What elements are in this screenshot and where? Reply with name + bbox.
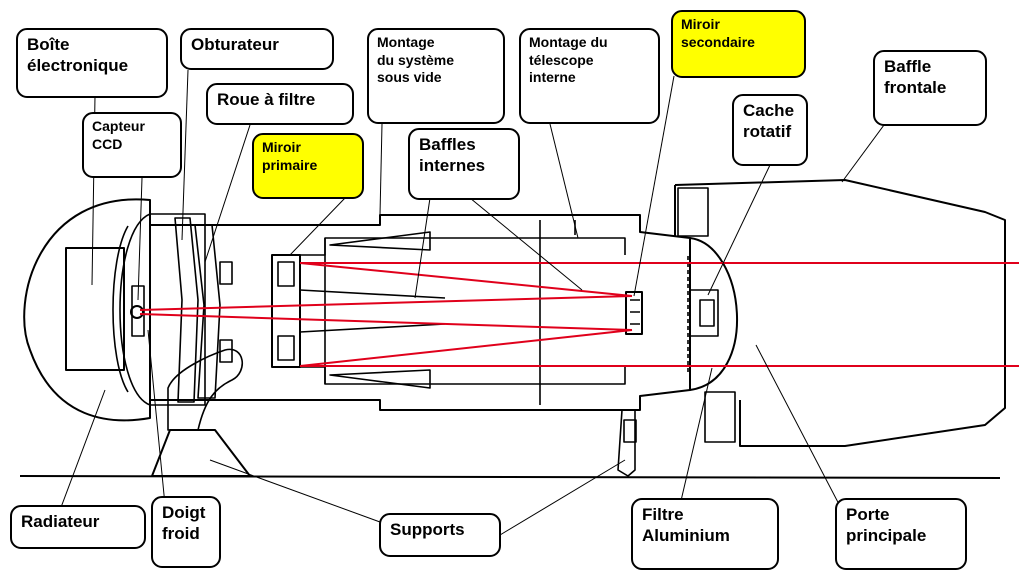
label-line: Montage (377, 34, 435, 50)
leader-miroir-prim (289, 197, 346, 256)
leader-supports-a (209, 459, 381, 523)
label-roue-a-filtre: Roue à filtre (206, 83, 354, 125)
label-line: Baffle (884, 57, 932, 76)
light-ray-bottom-reflect (299, 329, 633, 367)
label-line: Montage du (529, 34, 608, 50)
leader-baffle-front (841, 124, 885, 183)
ccd-sensor (130, 305, 144, 319)
rear-support (151, 429, 251, 477)
label-line: Roue à filtre (217, 90, 316, 109)
leader-baffles-a (414, 197, 431, 299)
label-line: sous vide (377, 69, 442, 85)
front-baffle (674, 179, 1006, 447)
leader-roue (204, 124, 251, 263)
light-ray-bottom-focus (139, 313, 633, 331)
leader-miroir-sec (633, 75, 675, 297)
label-line: du système (377, 51, 455, 68)
label-cache-rotatif: Cache rotatif (732, 94, 808, 166)
label-doigt-froid: Doigt froid (151, 496, 221, 568)
label-line: Radiateur (21, 512, 100, 531)
leader-porte (755, 344, 843, 511)
label-line: Baffles (419, 135, 476, 154)
label-radiateur: Radiateur (10, 505, 146, 549)
label-line: Boîte (27, 35, 70, 54)
secondary-mirror (625, 291, 643, 335)
label-line: Supports (390, 520, 465, 539)
label-line: internes (419, 156, 486, 176)
leader-supports-b (499, 459, 626, 536)
leader-doigt (147, 329, 166, 506)
leader-filtre (679, 367, 713, 506)
label-line: télescope (529, 51, 594, 68)
label-line: électronique (27, 56, 129, 76)
label-line: interne (529, 69, 576, 85)
leader-capteur (137, 177, 143, 301)
light-ray-top-focus (139, 295, 633, 311)
leader-obturateur (181, 69, 189, 241)
label-boite-electronique: Boîte électronique (16, 28, 168, 98)
label-line: secondaire (681, 33, 755, 50)
leader-radiateur (59, 389, 106, 511)
inner-telescope-tube (300, 237, 626, 385)
label-line: Porte (846, 505, 890, 524)
label-line: Miroir (262, 139, 301, 155)
label-line: Cache (743, 101, 795, 120)
electronics-box (65, 247, 125, 371)
leader-montage-vide (379, 123, 383, 216)
shutter (174, 217, 199, 403)
label-line: Obturateur (191, 35, 279, 54)
label-line: primaire (262, 156, 318, 173)
label-porte-principale: Porte principale (835, 498, 967, 570)
primary-mirror (271, 254, 301, 368)
leader-cache (707, 164, 771, 296)
label-line: froid (162, 524, 200, 544)
label-obturateur: Obturateur (180, 28, 334, 70)
label-baffles-internes: Baffles internes (408, 128, 520, 200)
radiator-dome (23, 198, 151, 422)
label-line: Aluminium (642, 526, 730, 546)
front-support (617, 409, 636, 477)
main-door (689, 237, 739, 391)
label-line: Miroir (681, 16, 720, 32)
label-line: Capteur (92, 118, 145, 134)
label-line: principale (846, 526, 927, 546)
leader-montage-tel (549, 123, 579, 239)
label-line: rotatif (743, 122, 792, 142)
ccd-housing (150, 213, 206, 406)
rotating-cover (689, 289, 719, 337)
label-supports: Supports (379, 513, 501, 557)
label-line: Doigt (162, 503, 206, 522)
leader-baffles-b (469, 197, 583, 291)
light-ray-top-reflect (299, 262, 633, 297)
internal-baffle (329, 231, 431, 251)
cold-finger (167, 348, 244, 431)
filter-wheel (194, 224, 221, 399)
label-line: Filtre (642, 505, 684, 524)
label-line: CCD (92, 135, 123, 152)
label-baffle-frontale: Baffle frontale (873, 50, 987, 126)
label-line: frontale (884, 78, 947, 98)
